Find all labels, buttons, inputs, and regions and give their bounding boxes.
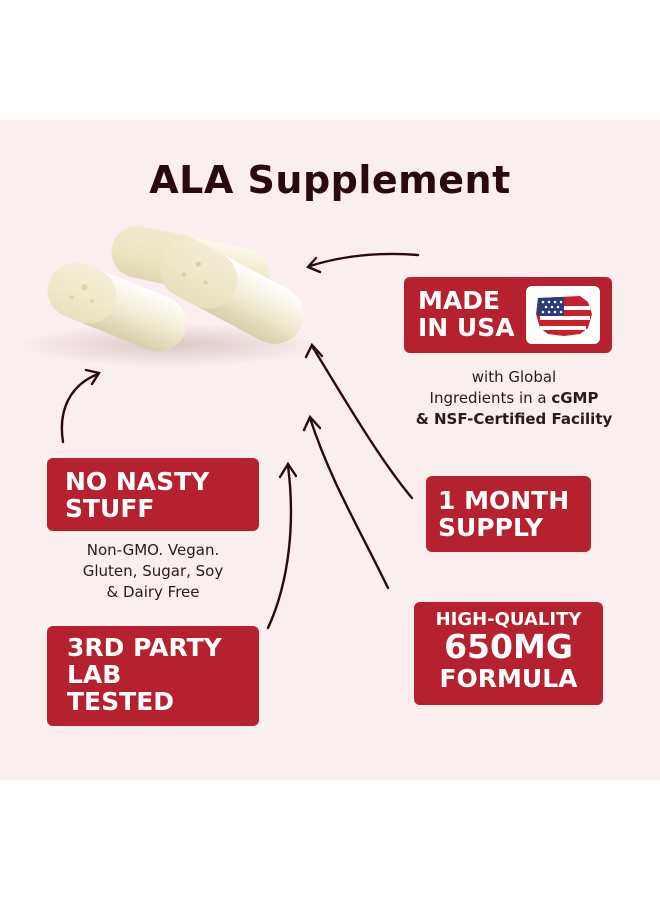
arrow-nasty [60, 372, 100, 444]
badge-line: NO NASTY [65, 467, 210, 496]
caption-line: Gluten, Sugar, Soy [82, 562, 224, 580]
arrow-month [310, 344, 414, 500]
us-map-flag-icon [526, 286, 600, 344]
badge-line: IN USA [418, 313, 515, 342]
third-party-lab-tested-badge: 3RD PARTY LAB TESTED [47, 626, 259, 726]
badge-line: LAB [67, 660, 122, 689]
caption-line: Non-GMO. Vegan. [86, 541, 220, 559]
badge-line: FORMULA [439, 664, 578, 694]
badge-line: 1 MONTH [438, 486, 570, 515]
badge-line: MADE [418, 286, 501, 315]
caption-bold: cGMP [551, 389, 599, 407]
badge-line: STUFF [65, 494, 155, 523]
nasty-caption: Non-GMO. Vegan. Gluten, Sugar, Soy & Dai… [47, 540, 259, 603]
badge-line: 3RD PARTY [67, 633, 222, 662]
badge-line: SUPPLY [438, 513, 544, 542]
badge-line: HIGH-QUALITY [435, 609, 582, 630]
badge-line: TESTED [67, 687, 175, 716]
page-title: ALA Supplement [149, 158, 511, 202]
badge-line: 650MG [444, 627, 573, 667]
arrow-lab [266, 464, 293, 630]
caption-line: with Global [471, 368, 557, 386]
caption-line: & Dairy Free [106, 583, 200, 601]
caption-line: Ingredients in a [429, 389, 552, 407]
one-month-supply-badge: 1 MONTH SUPPLY [426, 476, 591, 552]
arrow-formula [308, 416, 390, 590]
usa-caption: with Global Ingredients in a cGMP & NSF-… [400, 367, 628, 430]
no-nasty-stuff-badge: NO NASTY STUFF [47, 458, 259, 531]
caption-line: & NSF-Certified Facility [415, 410, 613, 428]
high-quality-formula-badge: HIGH-QUALITY 650MG FORMULA [414, 602, 603, 705]
arrow-usa [308, 252, 420, 268]
